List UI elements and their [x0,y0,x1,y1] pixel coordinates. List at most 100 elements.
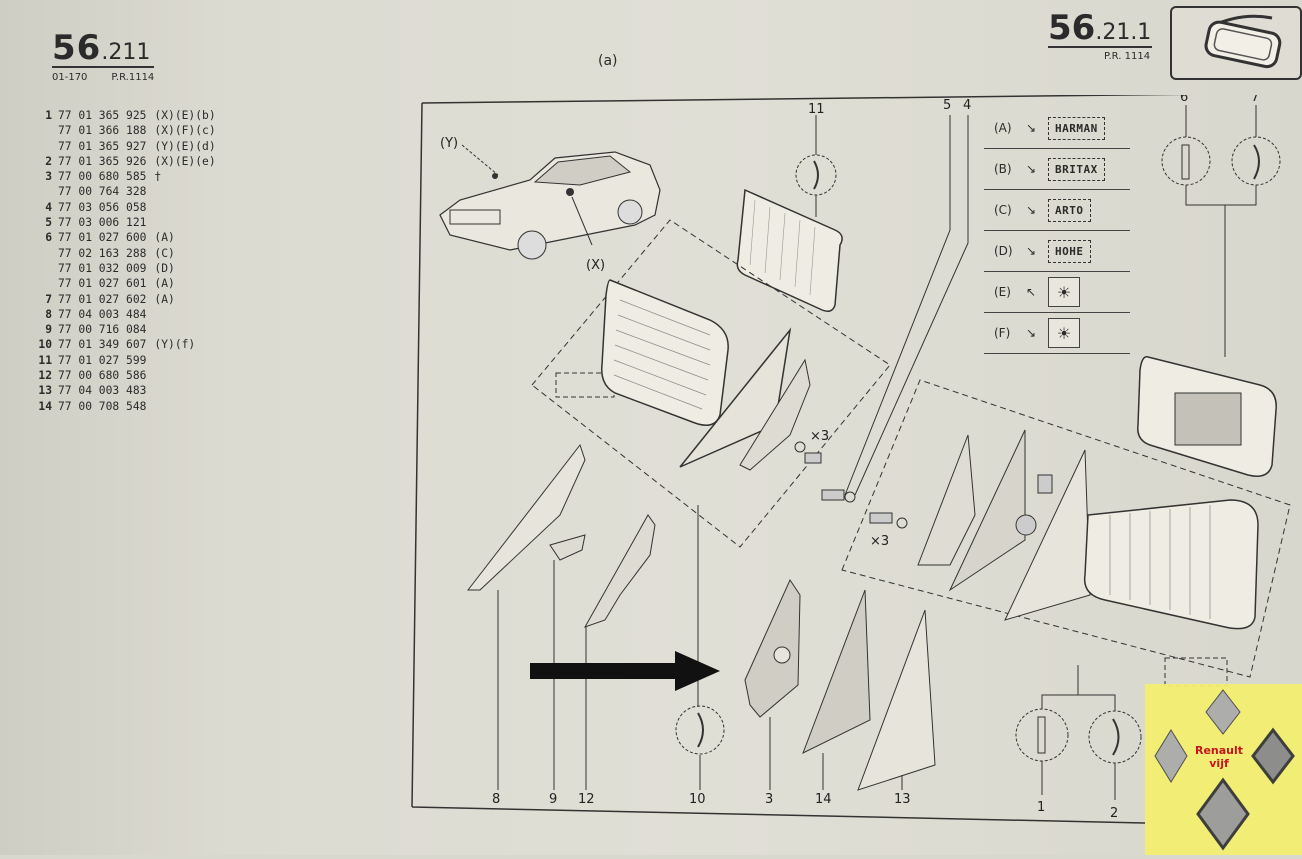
part-reference: 77 01 365 926 [58,154,147,168]
right-ref-underline [1048,46,1152,48]
part-reference: 77 01 349 607 [58,338,147,352]
callout-8: 8 [492,792,500,807]
part-number [38,261,52,276]
part-reference: 77 04 003 484 [58,307,147,321]
part-number [38,276,52,291]
part-number [38,246,52,261]
mirror-bracket-3 [744,578,801,718]
part-reference: 77 00 764 328 [58,185,147,199]
part-note: (X)(E)(b) [154,109,216,122]
callout-12: 12 [578,792,595,807]
parts-list-row: 1 77 01 365 925 (X)(E)(b) [38,108,216,123]
part-reference: 77 01 366 188 [58,124,147,138]
callout-6: 6 [1180,95,1188,105]
callout-x3-left: ×3 [810,429,829,444]
part-reference: 77 01 027 602 [58,292,147,306]
arrow-down-right-icon: ↘ [1026,244,1037,258]
part-note: (Y)(E)(d) [154,139,216,153]
brand-name: HOHE [1048,239,1091,263]
part-number: 1 [45,109,52,122]
callout-x: (X) [586,258,605,273]
part-number: 2 [45,154,52,168]
right-page-reference: 56.21.1 P.R. 1114 [1048,8,1152,62]
brand-letter: (B) [994,162,1012,176]
heated-mirror-icon: ☀ [1048,318,1080,348]
brand-name: ARTO [1048,198,1091,222]
callout-y: (Y) [440,136,458,151]
part-reference: 77 01 365 927 [58,139,147,153]
part-note: (D) [154,261,175,275]
parts-list-row: 77 00 764 328 [38,184,216,199]
callout-10: 10 [689,792,706,807]
part-note: (X)(F)(c) [154,124,216,138]
part-note: (A) [154,231,175,245]
part-number: 8 [45,307,52,321]
callout-13: 13 [894,792,911,807]
parts-list-row: 77 02 163 288(C) [38,246,216,261]
arrow-down-right-icon: ↘ [1026,121,1037,135]
part-note: (Y)(f) [154,338,196,352]
part-note: † [154,170,162,184]
part-number: 9 [45,323,52,337]
brand-letter: (E) [994,285,1011,299]
left-ref-underline [52,66,154,68]
part-reference: 77 01 032 009 [58,261,147,275]
renault-vijf-watermark [1145,684,1302,855]
brand-letter: (D) [994,244,1013,258]
brand-row: (D) ↘ HOHE [984,231,1130,272]
brand-row: (B)↘BRITAX [984,149,1130,190]
callout-3: 3 [765,792,773,807]
badge-line-1: Renault [1194,744,1244,757]
parts-list-row: 9 77 00 716 084 [38,322,216,337]
right-mirror-assembly [917,429,1259,630]
exploded-parts-diagram: (Y) (X) 11 ×3 5 4 [411,95,1291,824]
part-reference: 77 01 365 925 [58,109,147,122]
part-number: 10 [38,338,52,352]
renault-logo [1154,689,1295,851]
callout-7: 7 [1251,95,1259,105]
left-ref-pr: P.R.1114 [111,72,155,83]
brand-row: (A)↘HARMAN [984,108,1130,149]
arrow-up-left-icon: ↖ [1026,285,1037,299]
parts-list-row: 8 77 04 003 484 [38,307,216,322]
callout-1: 1 [1037,800,1045,815]
brand-letter: (A) [994,121,1012,135]
part-reference: 77 01 027 599 [58,353,147,367]
callout-x3-right: ×3 [870,534,889,549]
part-reference: 77 01 027 600 [58,231,147,245]
part-number [38,139,52,154]
left-page-reference: 56.211 01-170 P.R.1114 [52,28,154,83]
part-number: 7 [45,292,52,306]
mirror-glass [736,188,843,312]
arrow-pointer [530,651,720,691]
brand-row: (F)↘☀ [984,313,1130,354]
part-reference: 77 00 680 586 [58,369,147,383]
callout-14: 14 [815,792,832,807]
parts-list-row: 77 01 365 927 (Y)(E)(d) [38,139,216,154]
badge-text: Renault vijf [1191,744,1247,770]
arrow-down-right-icon: ↘ [1026,203,1037,217]
brand-name: BRITAX [1048,157,1105,181]
right-ref-suffix: .21.1 [1095,20,1152,45]
car-illustration [439,151,661,260]
right-mirror-glass [1137,356,1277,477]
part-reference: 77 03 056 058 [58,200,147,214]
callout-2: 2 [1110,806,1118,821]
part-reference: 77 00 716 084 [58,323,147,337]
part-reference: 77 00 708 548 [58,399,147,413]
parts-list: 1 77 01 365 925 (X)(E)(b) 77 01 366 188 (X)(… [38,108,216,414]
part-number: 13 [38,384,52,398]
arrow-down-right-icon: ↘ [1026,326,1037,340]
brand-letter: (C) [994,203,1012,217]
parts-list-row: 10 77 01 349 607 (Y)(f) [38,337,216,352]
part-reference: 77 00 680 585 [58,170,147,184]
left-ref-code: 01-170 [52,72,88,83]
callout-5: 5 [943,98,951,113]
